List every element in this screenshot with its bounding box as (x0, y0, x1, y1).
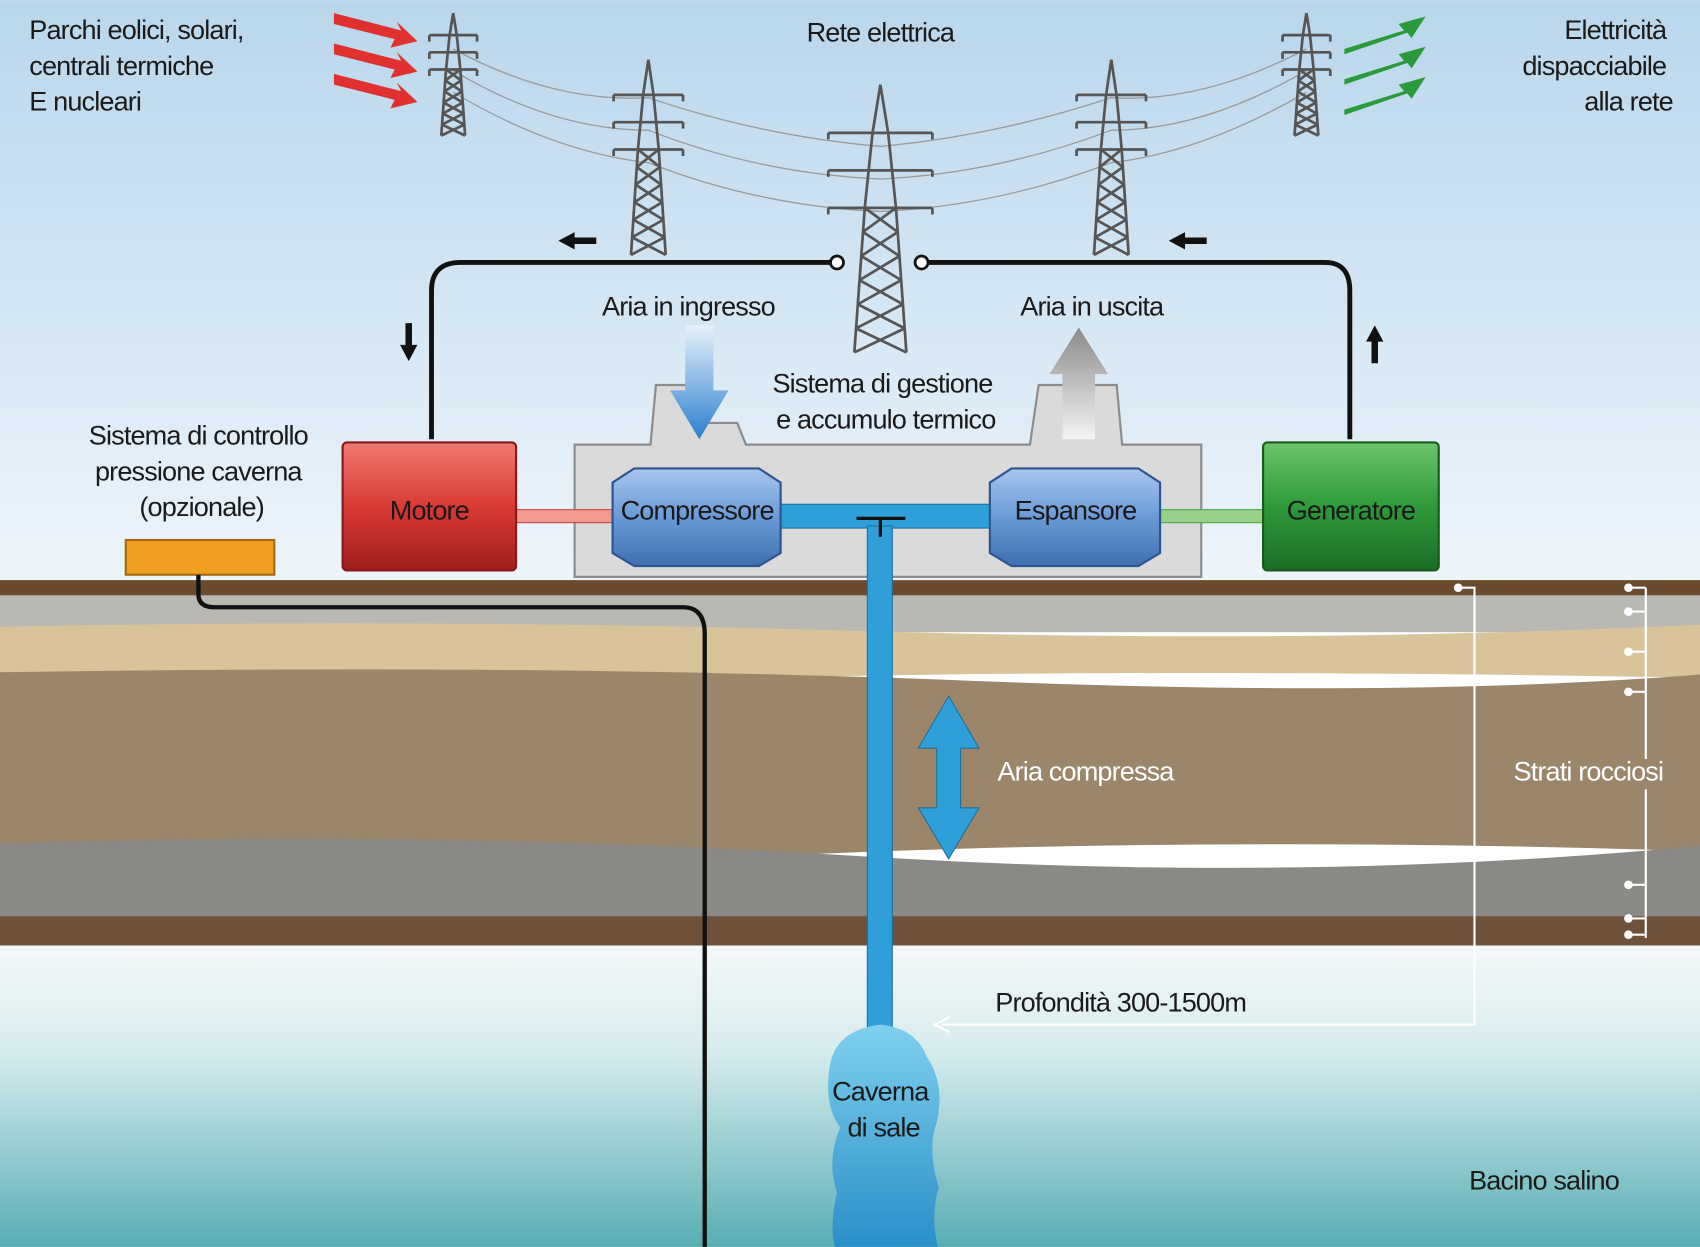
sources-label: Parchi eolici, solari, centrali termiche… (29, 14, 250, 117)
flow-arrow-down-icon (400, 323, 418, 362)
compressed-air-label: Aria compressa (997, 756, 1175, 787)
basin-label: Bacino salino (1469, 1164, 1619, 1195)
thermal-system-label: Sistema di gestione e accumulo termico (772, 368, 999, 435)
compressor-label: Compressore (621, 494, 774, 525)
depth-bracket (932, 583, 1647, 1034)
power-tower-icons (427, 12, 1332, 354)
power-tower-icon (427, 12, 479, 137)
dispatch-label: Elettricità dispacciabile alla rete (1522, 14, 1673, 117)
rock-layer-dot (1624, 930, 1633, 939)
generator-block (1261, 441, 1440, 572)
flow-arrow-left-icon (1168, 232, 1207, 250)
air-out-arrow-icon (1049, 327, 1109, 440)
salt-cavern (828, 1024, 940, 1247)
rock-layer-dot (1624, 687, 1633, 697)
motor-block (341, 441, 518, 572)
power-lines (452, 48, 1307, 213)
electrical-circuit (400, 232, 1384, 440)
air-in-arrow-icon (670, 325, 729, 440)
rock-layer-dot (1624, 607, 1633, 616)
rock-layers (0, 580, 1700, 947)
depth-label: Profondità 300-1500m (995, 987, 1246, 1018)
input-arrows-icon (333, 13, 418, 109)
double-arrow-icon (917, 695, 980, 860)
flow-arrow-up-icon (1366, 325, 1384, 364)
motor-label: Motore (390, 494, 469, 525)
rock-layer-dot (1624, 583, 1633, 593)
generator-label: Generatore (1287, 494, 1415, 525)
power-tower-icon (1075, 59, 1148, 257)
grid-label: Rete elettrica (807, 16, 956, 47)
output-arrows-icon (1344, 16, 1426, 116)
power-tower-icon (612, 59, 685, 257)
pressure-control-label: Sistema di controllo pressione caverna (… (89, 420, 315, 523)
power-tower-icon (826, 84, 934, 354)
compressor-block (611, 467, 782, 568)
control-line (196, 574, 707, 1247)
motor-shaft (514, 509, 616, 524)
flow-arrow-left-icon (558, 232, 597, 250)
pressure-control-box (124, 538, 276, 576)
generator-shaft (1157, 509, 1265, 524)
expander-label: Espansore (1015, 494, 1137, 525)
rock-layer-dot (1624, 914, 1633, 923)
power-tower-icon (1281, 12, 1332, 137)
rock-layers-label: Strati rocciosi (1514, 756, 1664, 787)
air-in-label: Aria in ingresso (602, 291, 775, 322)
rock-layer-dot (1624, 880, 1633, 890)
cavern-label: Caverna di sale (832, 1076, 935, 1143)
valve-icon (856, 516, 906, 537)
rock-layer-dot (1624, 647, 1633, 657)
air-pipe (777, 503, 993, 529)
well-pipe (866, 525, 893, 1042)
air-out-label: Aria in uscita (1020, 291, 1165, 322)
expander-block (988, 467, 1162, 568)
